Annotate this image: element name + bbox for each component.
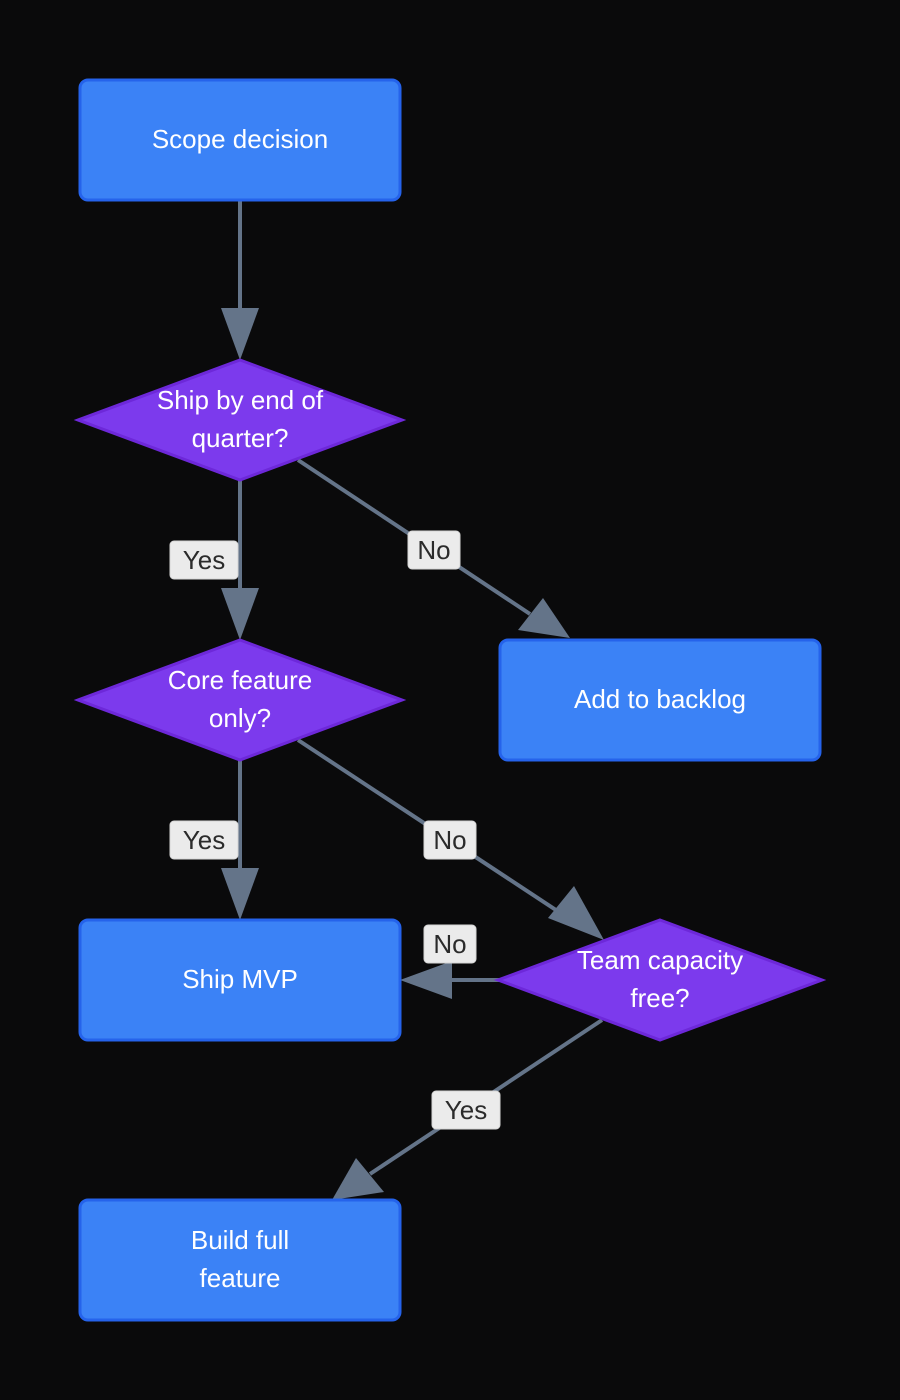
node-ship-by-end-of-quarter-label-line1: Ship by end of xyxy=(157,385,324,415)
node-core-feature-only[interactable]: Core feature only? xyxy=(73,638,407,762)
node-core-feature-only-label-line1: Core feature xyxy=(168,665,313,695)
edge-scope-to-ship-quarter xyxy=(221,200,259,360)
edge-label-quarter-no: No xyxy=(407,530,461,570)
edge-label-capacity-no: No xyxy=(423,924,477,964)
edge-label-quarter-no-text: No xyxy=(417,535,450,565)
node-scope-decision-label: Scope decision xyxy=(152,124,328,154)
arrow-head xyxy=(221,308,259,360)
edge-label-quarter-yes-text: Yes xyxy=(183,545,225,575)
node-add-to-backlog[interactable]: Add to backlog xyxy=(498,638,822,762)
edge-label-capacity-no-text: No xyxy=(433,929,466,959)
node-team-capacity-free-label-line2: free? xyxy=(630,983,689,1013)
node-ship-mvp-label: Ship MVP xyxy=(182,964,298,994)
edge-capacity-no xyxy=(400,961,500,999)
edge-label-quarter-yes: Yes xyxy=(169,540,239,580)
node-build-full-feature[interactable]: Build full feature xyxy=(78,1198,402,1322)
node-build-full-feature-label-line1: Build full xyxy=(191,1225,289,1255)
arrow-head xyxy=(518,598,570,638)
node-build-full-feature-label-line2: feature xyxy=(200,1263,281,1293)
edge-label-core-no-text: No xyxy=(433,825,466,855)
node-add-to-backlog-label: Add to backlog xyxy=(574,684,746,714)
node-ship-mvp[interactable]: Ship MVP xyxy=(78,918,402,1042)
node-core-feature-only-label-line2: only? xyxy=(209,703,271,733)
edge-label-core-yes: Yes xyxy=(169,820,239,860)
arrow-head xyxy=(221,588,259,640)
node-ship-by-end-of-quarter-label-line2: quarter? xyxy=(192,423,289,453)
node-team-capacity-free[interactable]: Team capacity free? xyxy=(493,918,827,1042)
arrow-head xyxy=(221,868,259,920)
edge-core-yes xyxy=(221,760,259,920)
arrow-head xyxy=(548,886,604,940)
edge-label-capacity-yes-text: Yes xyxy=(445,1095,487,1125)
arrow-head xyxy=(400,961,452,999)
arrow-head xyxy=(332,1158,384,1200)
node-scope-decision[interactable]: Scope decision xyxy=(78,78,402,202)
edge-label-capacity-yes: Yes xyxy=(431,1090,501,1130)
node-ship-by-end-of-quarter[interactable]: Ship by end of quarter? xyxy=(73,358,407,482)
node-team-capacity-free-label-line1: Team capacity xyxy=(577,945,743,975)
edge-label-core-yes-text: Yes xyxy=(183,825,225,855)
edge-label-core-no: No xyxy=(423,820,477,860)
edge-ship-quarter-yes xyxy=(221,480,259,640)
